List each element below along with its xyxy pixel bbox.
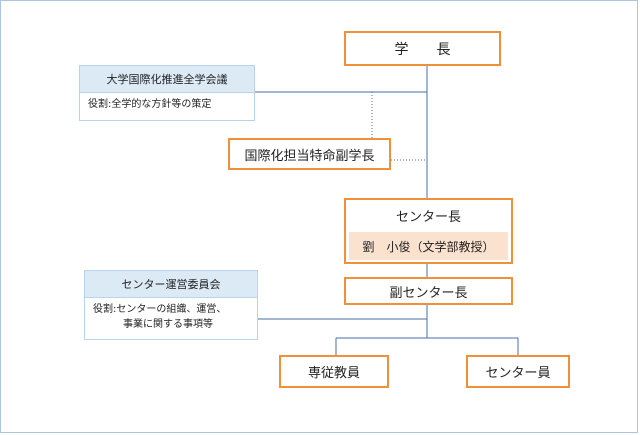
center-director-person: 劉 小俊（文学部教授） — [349, 232, 508, 260]
intl-council-box: 大学国際化推進全学会議 役割:全学的な方針等の策定 — [79, 65, 255, 121]
fulltime-faculty-label: 専従教員 — [307, 366, 360, 381]
center-committee-title: センター運営委員会 — [85, 271, 257, 298]
center-committee-box: センター運営委員会 役割:センターの組織、運営、 事業に関する事項等 — [84, 270, 258, 340]
intl-council-role: 役割:全学的な方針等の策定 — [88, 99, 212, 110]
center-committee-role: 役割:センターの組織、運営、 事業に関する事項等 — [93, 302, 226, 332]
center-staff-label: センター員 — [485, 366, 551, 381]
president-box: 学 長 — [344, 31, 501, 66]
intl-council-title: 大学国際化推進全学会議 — [80, 66, 254, 93]
center-director-title: センター長 — [395, 209, 461, 225]
vice-president-label: 国際化担当特命副学長 — [244, 148, 375, 164]
fulltime-faculty-box: 専従教員 — [279, 355, 389, 388]
center-committee-role-line2: 事業に関する事項等 — [123, 319, 213, 330]
center-committee-role-line1: 役割:センターの組織、運営、 — [93, 304, 227, 315]
vice-director-label: 副センター長 — [389, 285, 468, 301]
center-director-box: センター長 劉 小俊（文学部教授） — [344, 198, 513, 264]
vice-president-box: 国際化担当特命副学長 — [228, 138, 391, 170]
center-staff-box: センター員 — [466, 355, 570, 388]
president-label: 学 長 — [394, 41, 451, 58]
vice-director-box: 副センター長 — [344, 277, 513, 305]
